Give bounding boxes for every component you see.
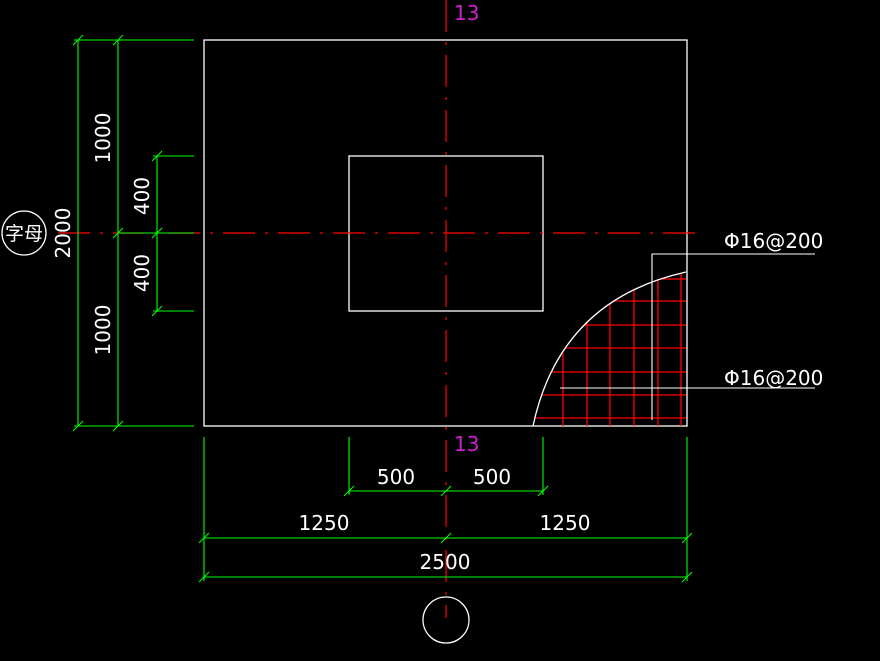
rebar-label-lower: Φ16@200 xyxy=(724,366,823,390)
dim-bottom-height: 1000 xyxy=(91,305,115,356)
dim-half-left: 1250 xyxy=(299,511,350,535)
axis-bubble-bottom xyxy=(422,596,470,644)
dimension-lines xyxy=(72,34,693,583)
axis-label-bottom: 13 xyxy=(454,432,479,456)
dim-top-height: 1000 xyxy=(91,113,115,164)
axis-bubble-left xyxy=(1,210,47,256)
dim-column-top: 400 xyxy=(130,177,154,215)
dim-total-height: 2000 xyxy=(51,208,75,259)
rebar-leaders xyxy=(560,253,815,420)
dim-column-right: 500 xyxy=(473,465,511,489)
axis-bubble-left-text: 字母 xyxy=(5,223,43,245)
rebar-cutaway xyxy=(532,271,687,427)
dim-column-left: 500 xyxy=(377,465,415,489)
dim-half-right: 1250 xyxy=(540,511,591,535)
dim-total-width: 2500 xyxy=(420,550,471,574)
axis-label-top: 13 xyxy=(454,1,479,25)
rebar-label-upper: Φ16@200 xyxy=(724,229,823,253)
dim-column-bottom: 400 xyxy=(130,254,154,292)
